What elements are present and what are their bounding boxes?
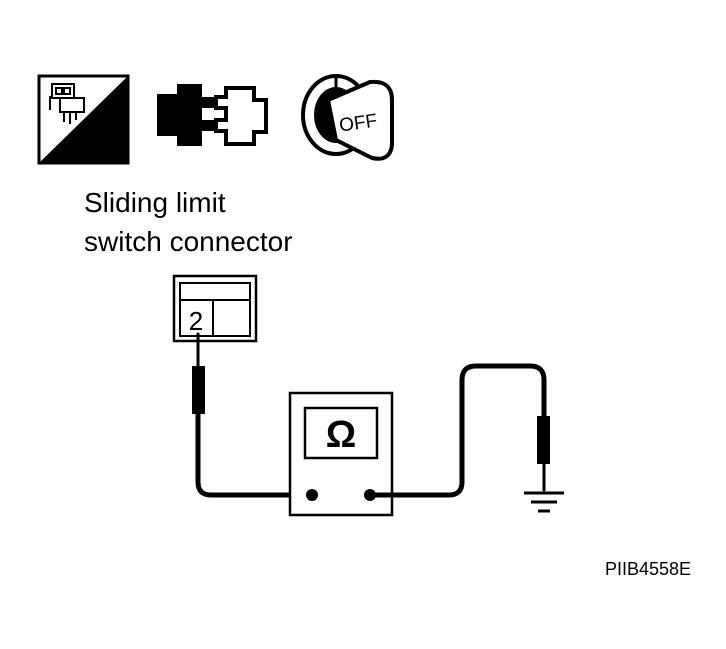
positive-test-lead — [195, 332, 315, 498]
connector-disconnected-icon — [157, 84, 268, 146]
harness-side-icon: H.S. — [37, 74, 130, 165]
negative-probe — [537, 416, 550, 464]
connector-label-line2: switch connector — [84, 226, 293, 257]
ohm-symbol: Ω — [326, 414, 356, 456]
negative-test-lead — [367, 363, 547, 498]
connector-terminal-label: 2 — [189, 306, 203, 336]
harness-side-text: H.S. — [74, 135, 123, 163]
ignition-key-off-icon: OFF — [301, 74, 394, 161]
connector-label-line1: Sliding limit — [84, 187, 226, 218]
positive-probe — [192, 366, 205, 414]
figure-code: PIIB4558E — [605, 559, 691, 579]
ground-symbol — [524, 491, 564, 513]
meter-terminal-left — [306, 489, 318, 501]
sliding-limit-switch-connector: 2 — [172, 274, 258, 343]
ignition-off-text: OFF — [338, 111, 379, 137]
